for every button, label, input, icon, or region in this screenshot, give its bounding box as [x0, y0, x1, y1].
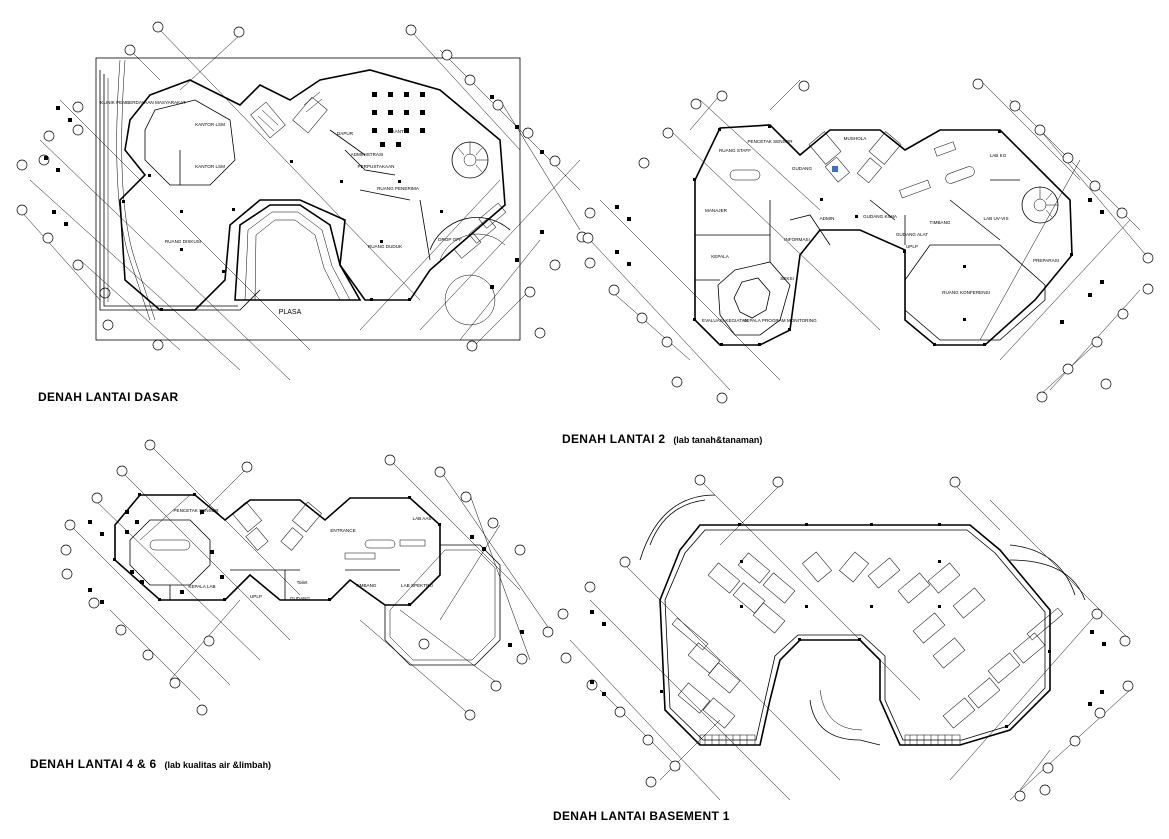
basement-grid-bubbles: [557, 474, 1134, 802]
floor2-lab-benches: [729, 141, 975, 199]
floor4-grid-bubbles: [60, 439, 554, 721]
room-label-klinik: KLINIK PEMBERDAYAAN MASYARAKAT: [100, 100, 186, 105]
floor2-elevator-marker: [832, 166, 838, 172]
plasa-outline: [234, 204, 362, 301]
room-label-kepala-lab: KEPALA LAB: [188, 584, 215, 589]
room-label-ruang-konferensi: RUANG KONFERENSI: [942, 290, 990, 295]
room-label-lab-aas: LAB AAS: [413, 516, 432, 521]
kantin-tables: [372, 92, 425, 147]
floor4-lab-extension: [384, 544, 501, 666]
room-label-informasi: INFORMASI: [784, 237, 810, 242]
floor-4-6-plan: PENCETAK SENSOR ENTRANCE LAB AAS KEPALA …: [60, 439, 554, 721]
floor2-grid-bubbles: [582, 78, 1154, 404]
ground-columns: [122, 160, 443, 311]
plan-title-floor4: DENAH LANTAI 4 & 6 (lab kualitas air &lim…: [30, 757, 271, 771]
ground-stair-cores: [250, 91, 328, 139]
room-label-dapur: DAPUR: [337, 131, 354, 136]
floor4-grid-lines: [69, 444, 551, 716]
room-label-plasa: PLASA: [279, 309, 302, 316]
basement-parking-stalls: [677, 552, 1046, 729]
grid-tick-marks: [44, 95, 1106, 706]
ground-grid-lines: [19, 29, 581, 381]
room-label-entrance: ENTRANCE: [330, 528, 355, 533]
room-label-gudang-4: GUDANG: [290, 596, 311, 601]
room-label-lab-uv: LAB UV-VIS: [983, 216, 1008, 221]
room-label-gudang-alat: GUDANG ALAT: [896, 232, 929, 237]
plan-subtitle-floor2: (lab tanah&tanaman): [673, 435, 763, 445]
floor4-furniture: [125, 510, 224, 594]
floor2-columns: [693, 125, 1073, 346]
room-label-timbang-4: TIMBANG: [356, 583, 377, 588]
room-label-musholla: MUSHOLA: [844, 136, 868, 141]
room-label-lab-kg: LAB KG: [990, 153, 1007, 158]
floor4-partitions: [169, 569, 400, 600]
plan-title-floor2-text: DENAH LANTAI 2: [562, 432, 666, 446]
basement-stair-core: [802, 551, 869, 583]
floor2-grid-lines: [589, 79, 1151, 396]
ground-grid-bubbles: [16, 21, 588, 352]
room-label-kepala-program: KEPALA PROGRAM MONITORING: [743, 318, 817, 323]
ground-partitions: [179, 129, 431, 261]
room-label-gudang-2: GUDANG: [792, 166, 813, 171]
ground-floor-plan: KLINIK PEMBERDAYAAN MASYARAKAT KANTOR LS…: [16, 21, 588, 381]
room-label-lab-spektro: LAB SPEKTRO: [401, 583, 433, 588]
plan-title-floor4-text: DENAH LANTAI 4 & 6: [30, 757, 157, 771]
room-label-pencetak: PENCETAK SENSOR: [747, 139, 793, 144]
basement-grid-lines: [569, 479, 1131, 801]
room-label-kantin: KANTIN: [392, 129, 409, 134]
room-label-administrasi: ADMINISTRASI: [351, 152, 384, 157]
room-label-drop-off: DROP OFF: [438, 237, 462, 242]
basement-plan: [557, 474, 1134, 802]
room-label-kantor-lsm-1: KANTOR LSM: [195, 122, 225, 127]
room-label-kepala: KEPALA: [711, 254, 729, 259]
site-boundary: [95, 57, 521, 341]
room-label-ruang-penerima: RUANG PENERIMA: [377, 186, 420, 191]
plan-title-basement-text: DENAH LANTAI BASEMENT 1: [553, 809, 730, 823]
room-label-uplp-4: UPLP: [250, 594, 262, 599]
plan-title-floor2: DENAH LANTAI 2 (lab tanah&tanaman): [562, 432, 762, 446]
floor-2-plan: RUANG STAFF PENCETAK SENSOR MUSHOLA GUDA…: [582, 78, 1154, 404]
ground-building-outline: [119, 69, 506, 311]
floor2-stair-cores: [808, 131, 902, 184]
floor2-partitions: [695, 179, 1020, 281]
room-label-perpustakaan: PERPUSTAKAAN: [358, 164, 395, 169]
room-label-pencetak-4: PENCETAK SENSOR: [173, 508, 219, 513]
plan-subtitle-floor4: (lab kualitas air &limbah): [164, 760, 272, 770]
room-label-seksi: SEKSI: [780, 276, 794, 281]
room-label-gudang-kimia: GUDANG KIMIA: [863, 214, 898, 219]
room-label-ruang-diskusi: RUANG DISKUSI: [165, 239, 201, 244]
room-label-ruang-staf: RUANG STAFF: [719, 148, 751, 153]
floor4-stair-cores: [232, 501, 322, 551]
basement-ramps: [671, 607, 1064, 746]
floor4-lab-benches: [149, 539, 426, 560]
room-label-preparasi: PREPARASI: [1033, 258, 1059, 263]
basement-outline: [659, 524, 1051, 746]
room-label-uplp-2: UPLP: [906, 244, 918, 249]
floor4-columns: [113, 493, 441, 606]
plan-title-basement: DENAH LANTAI BASEMENT 1: [553, 809, 730, 823]
room-label-ruang-duduk: RUANG DUDUK: [368, 244, 403, 249]
room-label-admin: ADMIN: [820, 216, 835, 221]
room-label-manajer: MANAJER: [705, 208, 728, 213]
room-label-evaluasi: EVALUASI KEGIATAN: [702, 318, 748, 323]
basement-columns: [660, 523, 1051, 728]
room-label-kantor-lsm-2: KANTOR LSM: [195, 164, 225, 169]
plan-title-ground-text: DENAH LANTAI DASAR: [38, 390, 179, 404]
plan-title-ground: DENAH LANTAI DASAR: [38, 390, 179, 404]
room-label-timbang-2: TIMBANG: [930, 220, 951, 225]
room-label-toilet: Toilet: [297, 580, 308, 585]
